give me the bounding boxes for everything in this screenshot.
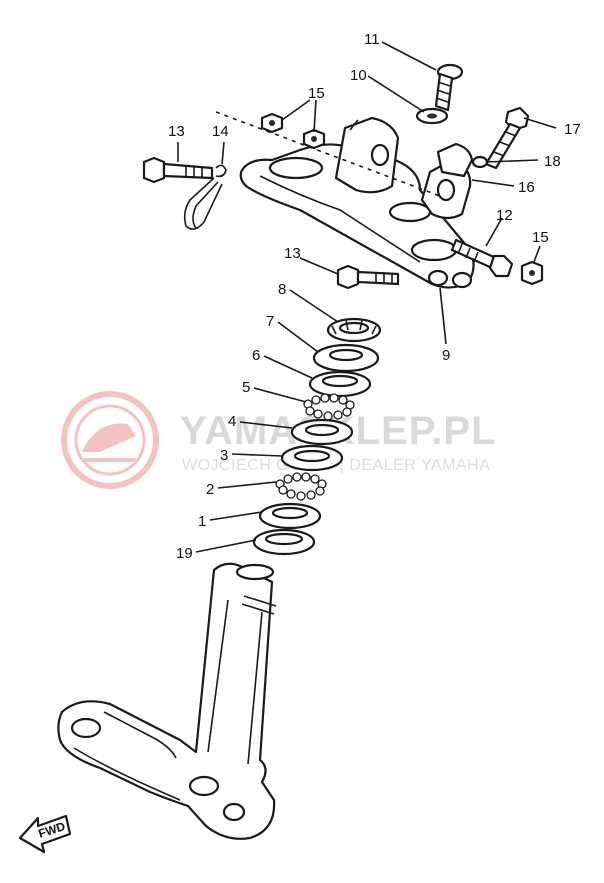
callout-9: 9 <box>442 347 450 364</box>
callout-11: 11 <box>364 31 380 48</box>
callout-3: 3 <box>220 447 228 464</box>
balls-2 <box>275 472 327 501</box>
assembly-centerline <box>215 111 441 197</box>
callout-8: 8 <box>278 281 286 298</box>
bolt-17 <box>484 106 530 170</box>
washer-7 <box>312 343 380 373</box>
callout-labels: 11 10 15 13 14 17 18 16 12 15 13 9 8 7 6… <box>168 31 581 562</box>
callout-13-left: 13 <box>168 123 185 140</box>
leader-lines <box>177 41 557 553</box>
callout-12: 12 <box>496 207 513 224</box>
race-1 <box>258 502 322 530</box>
callout-15-upper: 15 <box>308 85 325 102</box>
bolt-11 <box>434 63 464 112</box>
bolt-13-lower <box>336 264 400 290</box>
nut-15-right <box>520 260 544 286</box>
fwd-arrow: FWD <box>18 814 72 854</box>
clip-14 <box>183 164 227 230</box>
callout-2: 2 <box>206 481 214 498</box>
seal-19 <box>252 528 316 556</box>
callout-1: 1 <box>198 513 206 530</box>
bolt-12 <box>450 238 514 278</box>
callout-10: 10 <box>350 67 367 84</box>
callout-16: 16 <box>518 179 535 196</box>
callout-4: 4 <box>228 413 236 430</box>
holder-cap <box>436 142 474 178</box>
callout-17: 17 <box>564 121 581 138</box>
steering-stem <box>57 562 277 840</box>
callout-13-lower: 13 <box>284 245 301 262</box>
callout-7: 7 <box>266 313 274 330</box>
callout-19: 19 <box>176 545 193 562</box>
watermark-logo <box>61 391 159 489</box>
bolt-13-left <box>142 156 214 184</box>
callout-18: 18 <box>544 153 561 170</box>
callout-6: 6 <box>252 347 260 364</box>
race-6 <box>308 370 372 398</box>
callout-14: 14 <box>212 123 229 140</box>
watermark: YAMASKLEP.PL WOJCIECH GOLEC | DEALER YAM… <box>61 391 496 489</box>
upper-bracket <box>239 116 475 289</box>
nut-15-upper <box>260 112 326 150</box>
race-3 <box>280 444 344 472</box>
callout-15-right: 15 <box>532 229 549 246</box>
spring-washer-18 <box>471 155 489 169</box>
race-4 <box>290 418 354 446</box>
ring-nut-8 <box>326 317 382 343</box>
callout-5: 5 <box>242 379 250 396</box>
